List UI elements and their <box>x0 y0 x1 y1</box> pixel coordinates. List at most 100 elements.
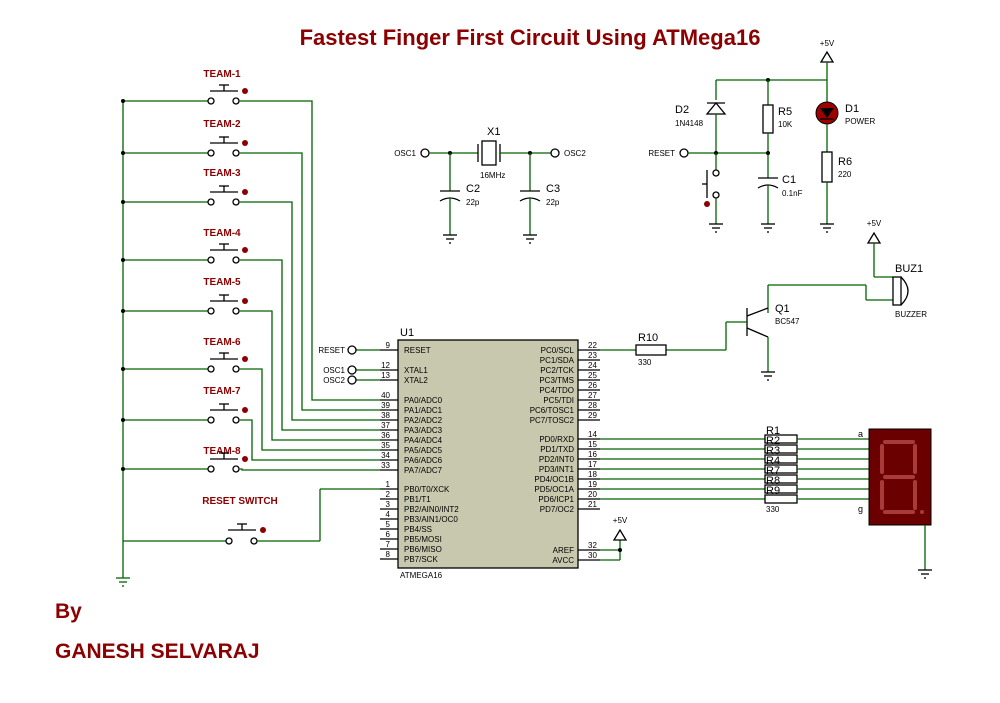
team-switch-4[interactable]: TEAM-4 <box>121 228 380 431</box>
seven-segment-display: a g <box>858 428 932 579</box>
svg-text:PB0/T0/XCK: PB0/T0/XCK <box>404 485 450 494</box>
svg-text:XTAL2: XTAL2 <box>404 376 428 385</box>
svg-text:ATMEGA16: ATMEGA16 <box>400 571 443 580</box>
svg-text:PA4/ADC4: PA4/ADC4 <box>404 436 443 445</box>
buzzer-driver: +5V BUZ1 BUZZER Q1 BC547 R10 330 <box>600 219 927 381</box>
svg-text:OSC1: OSC1 <box>323 366 345 375</box>
svg-text:22: 22 <box>588 341 597 350</box>
svg-text:C1: C1 <box>782 174 796 186</box>
author-by: By <box>55 600 82 623</box>
svg-text:8: 8 <box>386 550 391 559</box>
svg-text:BC547: BC547 <box>775 317 800 326</box>
svg-text:AVCC: AVCC <box>552 556 574 565</box>
svg-text:X1: X1 <box>487 126 500 138</box>
svg-text:PB7/SCK: PB7/SCK <box>404 555 438 564</box>
team-label: TEAM-8 <box>203 446 241 457</box>
svg-text:12: 12 <box>381 361 390 370</box>
svg-text:1: 1 <box>386 480 391 489</box>
svg-text:18: 18 <box>588 470 597 479</box>
svg-text:27: 27 <box>588 391 597 400</box>
svg-text:1N4148: 1N4148 <box>675 119 704 128</box>
atmega16-chip: U1 ATMEGA16 <box>397 327 579 580</box>
svg-text:OSC1: OSC1 <box>394 149 416 158</box>
svg-text:29: 29 <box>588 411 597 420</box>
team-switch-5[interactable]: TEAM-5 <box>121 277 380 441</box>
svg-text:PD6/ICP1: PD6/ICP1 <box>538 495 574 504</box>
team-switch-7[interactable]: TEAM-7 <box>121 386 380 461</box>
team-label: TEAM-2 <box>203 119 241 130</box>
svg-text:PD1/TXD: PD1/TXD <box>540 445 574 454</box>
svg-text:16: 16 <box>588 450 597 459</box>
svg-text:RESET: RESET <box>648 149 675 158</box>
svg-text:9: 9 <box>386 341 391 350</box>
svg-text:PC0/SCL: PC0/SCL <box>541 346 575 355</box>
svg-text:37: 37 <box>381 421 390 430</box>
svg-text:28: 28 <box>588 401 597 410</box>
team-switches: TEAM-1TEAM-2TEAM-3TEAM-4TEAM-5TEAM-6TEAM… <box>121 69 380 473</box>
team-switch-6[interactable]: TEAM-6 <box>121 337 380 451</box>
svg-text:XTAL1: XTAL1 <box>404 366 428 375</box>
svg-text:PC7/TOSC2: PC7/TOSC2 <box>530 416 575 425</box>
svg-text:38: 38 <box>381 411 390 420</box>
svg-text:14: 14 <box>588 430 597 439</box>
team-switch-2[interactable]: TEAM-2 <box>121 119 380 411</box>
svg-text:17: 17 <box>588 460 597 469</box>
reset-switch[interactable]: RESET SWITCH <box>123 488 380 545</box>
svg-text:PB6/MISO: PB6/MISO <box>404 545 442 554</box>
rpack-resistor-1: R1 <box>600 425 869 444</box>
svg-text:+5V: +5V <box>613 516 628 525</box>
svg-text:PD7/OC2: PD7/OC2 <box>540 505 575 514</box>
svg-text:22p: 22p <box>546 198 560 207</box>
svg-text:C2: C2 <box>466 183 480 195</box>
team-switch-3[interactable]: TEAM-3 <box>121 168 380 421</box>
team-switch-8[interactable]: TEAM-8 <box>121 446 380 473</box>
svg-text:4: 4 <box>386 510 391 519</box>
svg-text:15: 15 <box>588 440 597 449</box>
svg-text:16MHz: 16MHz <box>480 171 505 180</box>
svg-text:PA0/ADC0: PA0/ADC0 <box>404 396 443 405</box>
svg-text:R2: R2 <box>766 435 780 447</box>
svg-text:R10: R10 <box>638 332 658 344</box>
svg-text:R3: R3 <box>766 445 780 457</box>
svg-text:R6: R6 <box>838 156 852 168</box>
team-label: TEAM-5 <box>203 277 241 288</box>
svg-text:PC1/SDA: PC1/SDA <box>540 356 575 365</box>
svg-text:a: a <box>858 429 863 439</box>
svg-text:PA1/ADC1: PA1/ADC1 <box>404 406 443 415</box>
svg-text:36: 36 <box>381 431 390 440</box>
svg-text:AREF: AREF <box>553 546 574 555</box>
svg-text:RESET: RESET <box>318 346 345 355</box>
rpack-value: 330 <box>766 505 780 514</box>
svg-text:6: 6 <box>386 530 391 539</box>
svg-text:PD0/RXD: PD0/RXD <box>539 435 574 444</box>
svg-text:PB1/T1: PB1/T1 <box>404 495 431 504</box>
svg-text:BUZ1: BUZ1 <box>895 263 923 275</box>
svg-text:20: 20 <box>588 490 597 499</box>
team-switch-1[interactable]: TEAM-1 <box>121 69 380 401</box>
svg-text:+5V: +5V <box>867 219 882 228</box>
svg-text:g: g <box>858 504 863 514</box>
rpack-resistor-3: R3 <box>600 445 869 464</box>
svg-text:BUZZER: BUZZER <box>895 310 927 319</box>
svg-text:D1: D1 <box>845 103 859 115</box>
author-name: GANESH SELVARAJ <box>55 640 260 663</box>
svg-text:19: 19 <box>588 480 597 489</box>
